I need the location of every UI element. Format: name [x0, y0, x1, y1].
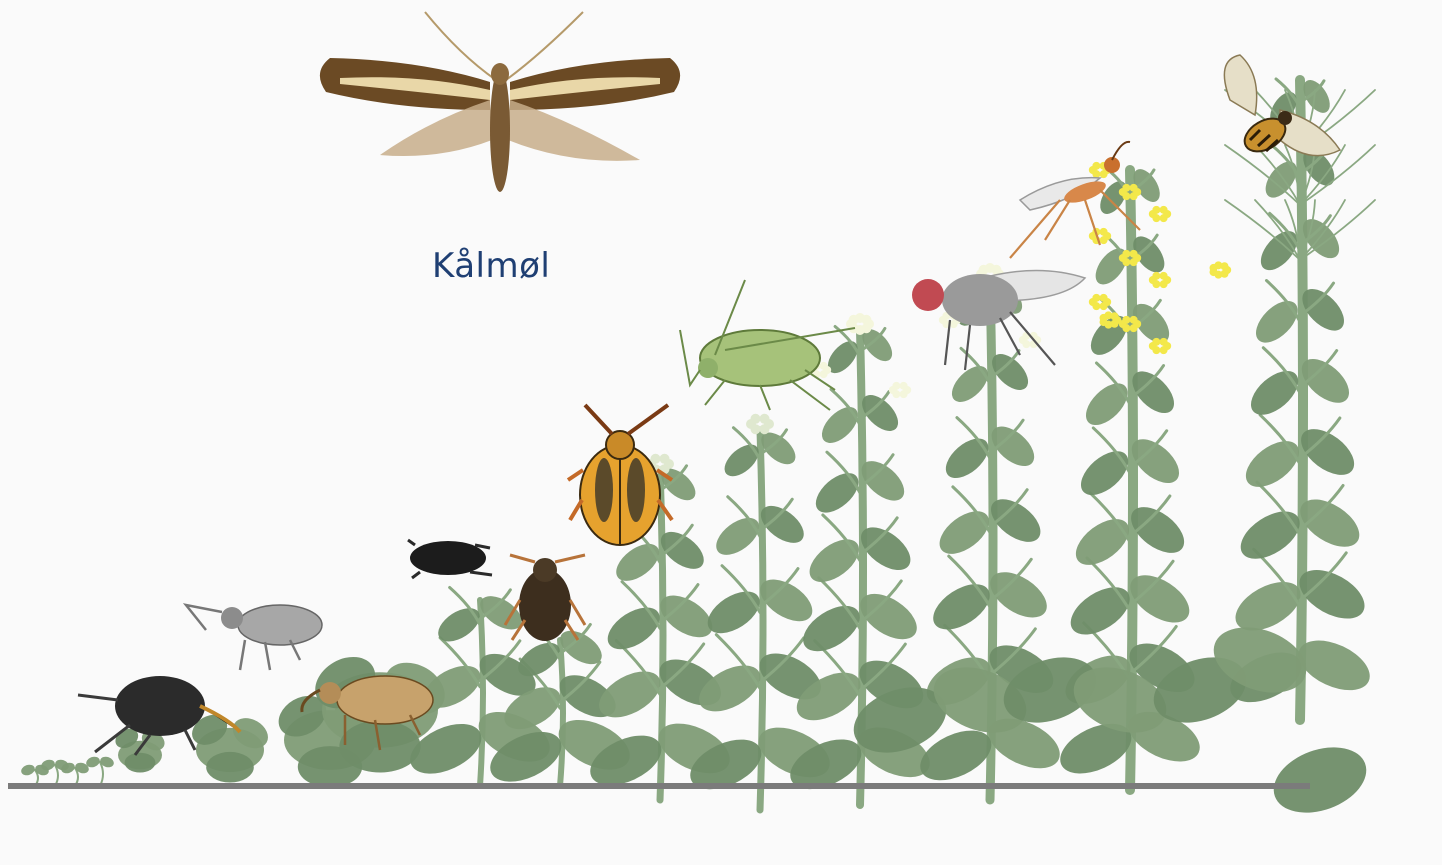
flower: [1160, 214, 1168, 222]
flower: [820, 370, 828, 378]
leaf: [939, 431, 996, 485]
leaf: [125, 753, 156, 773]
flower: [1130, 192, 1138, 200]
black-flea-beetle-icon: [408, 540, 492, 578]
grey-weevil-icon: [186, 605, 322, 670]
flower: [900, 390, 908, 398]
leaf: [1068, 510, 1137, 574]
flower: [1130, 250, 1138, 258]
leaf: [1265, 735, 1376, 824]
flower: [1092, 162, 1100, 170]
leaf: [1238, 432, 1307, 496]
plant-growth-stages: [20, 75, 1378, 824]
leaf: [1249, 294, 1306, 351]
flower: [1122, 316, 1130, 324]
flower: [651, 454, 661, 464]
flower: [1092, 294, 1100, 302]
diamondback-moth-icon: [320, 12, 680, 192]
leaf: [946, 360, 995, 409]
leaf: [1233, 502, 1308, 569]
leaf: [710, 511, 766, 563]
stem: [560, 640, 563, 786]
aphid-icon: [680, 280, 855, 410]
flower: [1160, 206, 1168, 214]
leaf: [925, 575, 997, 639]
leaf: [1079, 376, 1136, 433]
flower: [1152, 338, 1160, 346]
leaf: [691, 656, 768, 721]
stem: [1300, 80, 1303, 720]
leaf: [591, 662, 668, 727]
flower: [1122, 250, 1130, 258]
leaf: [206, 752, 254, 783]
flower: [760, 414, 770, 424]
leaf: [932, 503, 997, 562]
flower: [1220, 262, 1228, 270]
flower: [1100, 170, 1108, 178]
flower: [1160, 346, 1168, 354]
flower: [1130, 258, 1138, 266]
striped-leaf-beetle-icon: [568, 405, 672, 545]
flower: [751, 414, 761, 424]
flower: [1110, 312, 1118, 320]
flower: [1152, 206, 1160, 214]
flower: [1130, 324, 1138, 332]
leaf: [700, 583, 766, 642]
leaf: [809, 466, 866, 520]
leaf: [802, 531, 867, 590]
flower: [1160, 272, 1168, 280]
leaf: [816, 401, 865, 450]
leaf: [20, 763, 37, 777]
flower: [1160, 338, 1168, 346]
leaf: [1063, 578, 1138, 645]
leaf: [600, 599, 666, 658]
flower: [1130, 184, 1138, 192]
stem: [100, 762, 103, 786]
flower: [900, 382, 908, 390]
stem: [480, 600, 483, 786]
flower: [1100, 228, 1108, 236]
flower: [1152, 272, 1160, 280]
flower: [1122, 184, 1130, 192]
moth-caption: Kålmøl: [432, 246, 550, 286]
flower: [660, 454, 670, 464]
flower: [820, 362, 828, 370]
flower: [1130, 316, 1138, 324]
flower: [861, 315, 871, 325]
flower: [1160, 280, 1168, 288]
flower: [760, 424, 770, 434]
flower: [1100, 294, 1108, 302]
leaf: [1073, 443, 1136, 503]
stem: [55, 765, 58, 786]
leaf: [1243, 363, 1306, 423]
flower: [1100, 302, 1108, 310]
flower: [892, 382, 900, 390]
flower: [1100, 236, 1108, 244]
